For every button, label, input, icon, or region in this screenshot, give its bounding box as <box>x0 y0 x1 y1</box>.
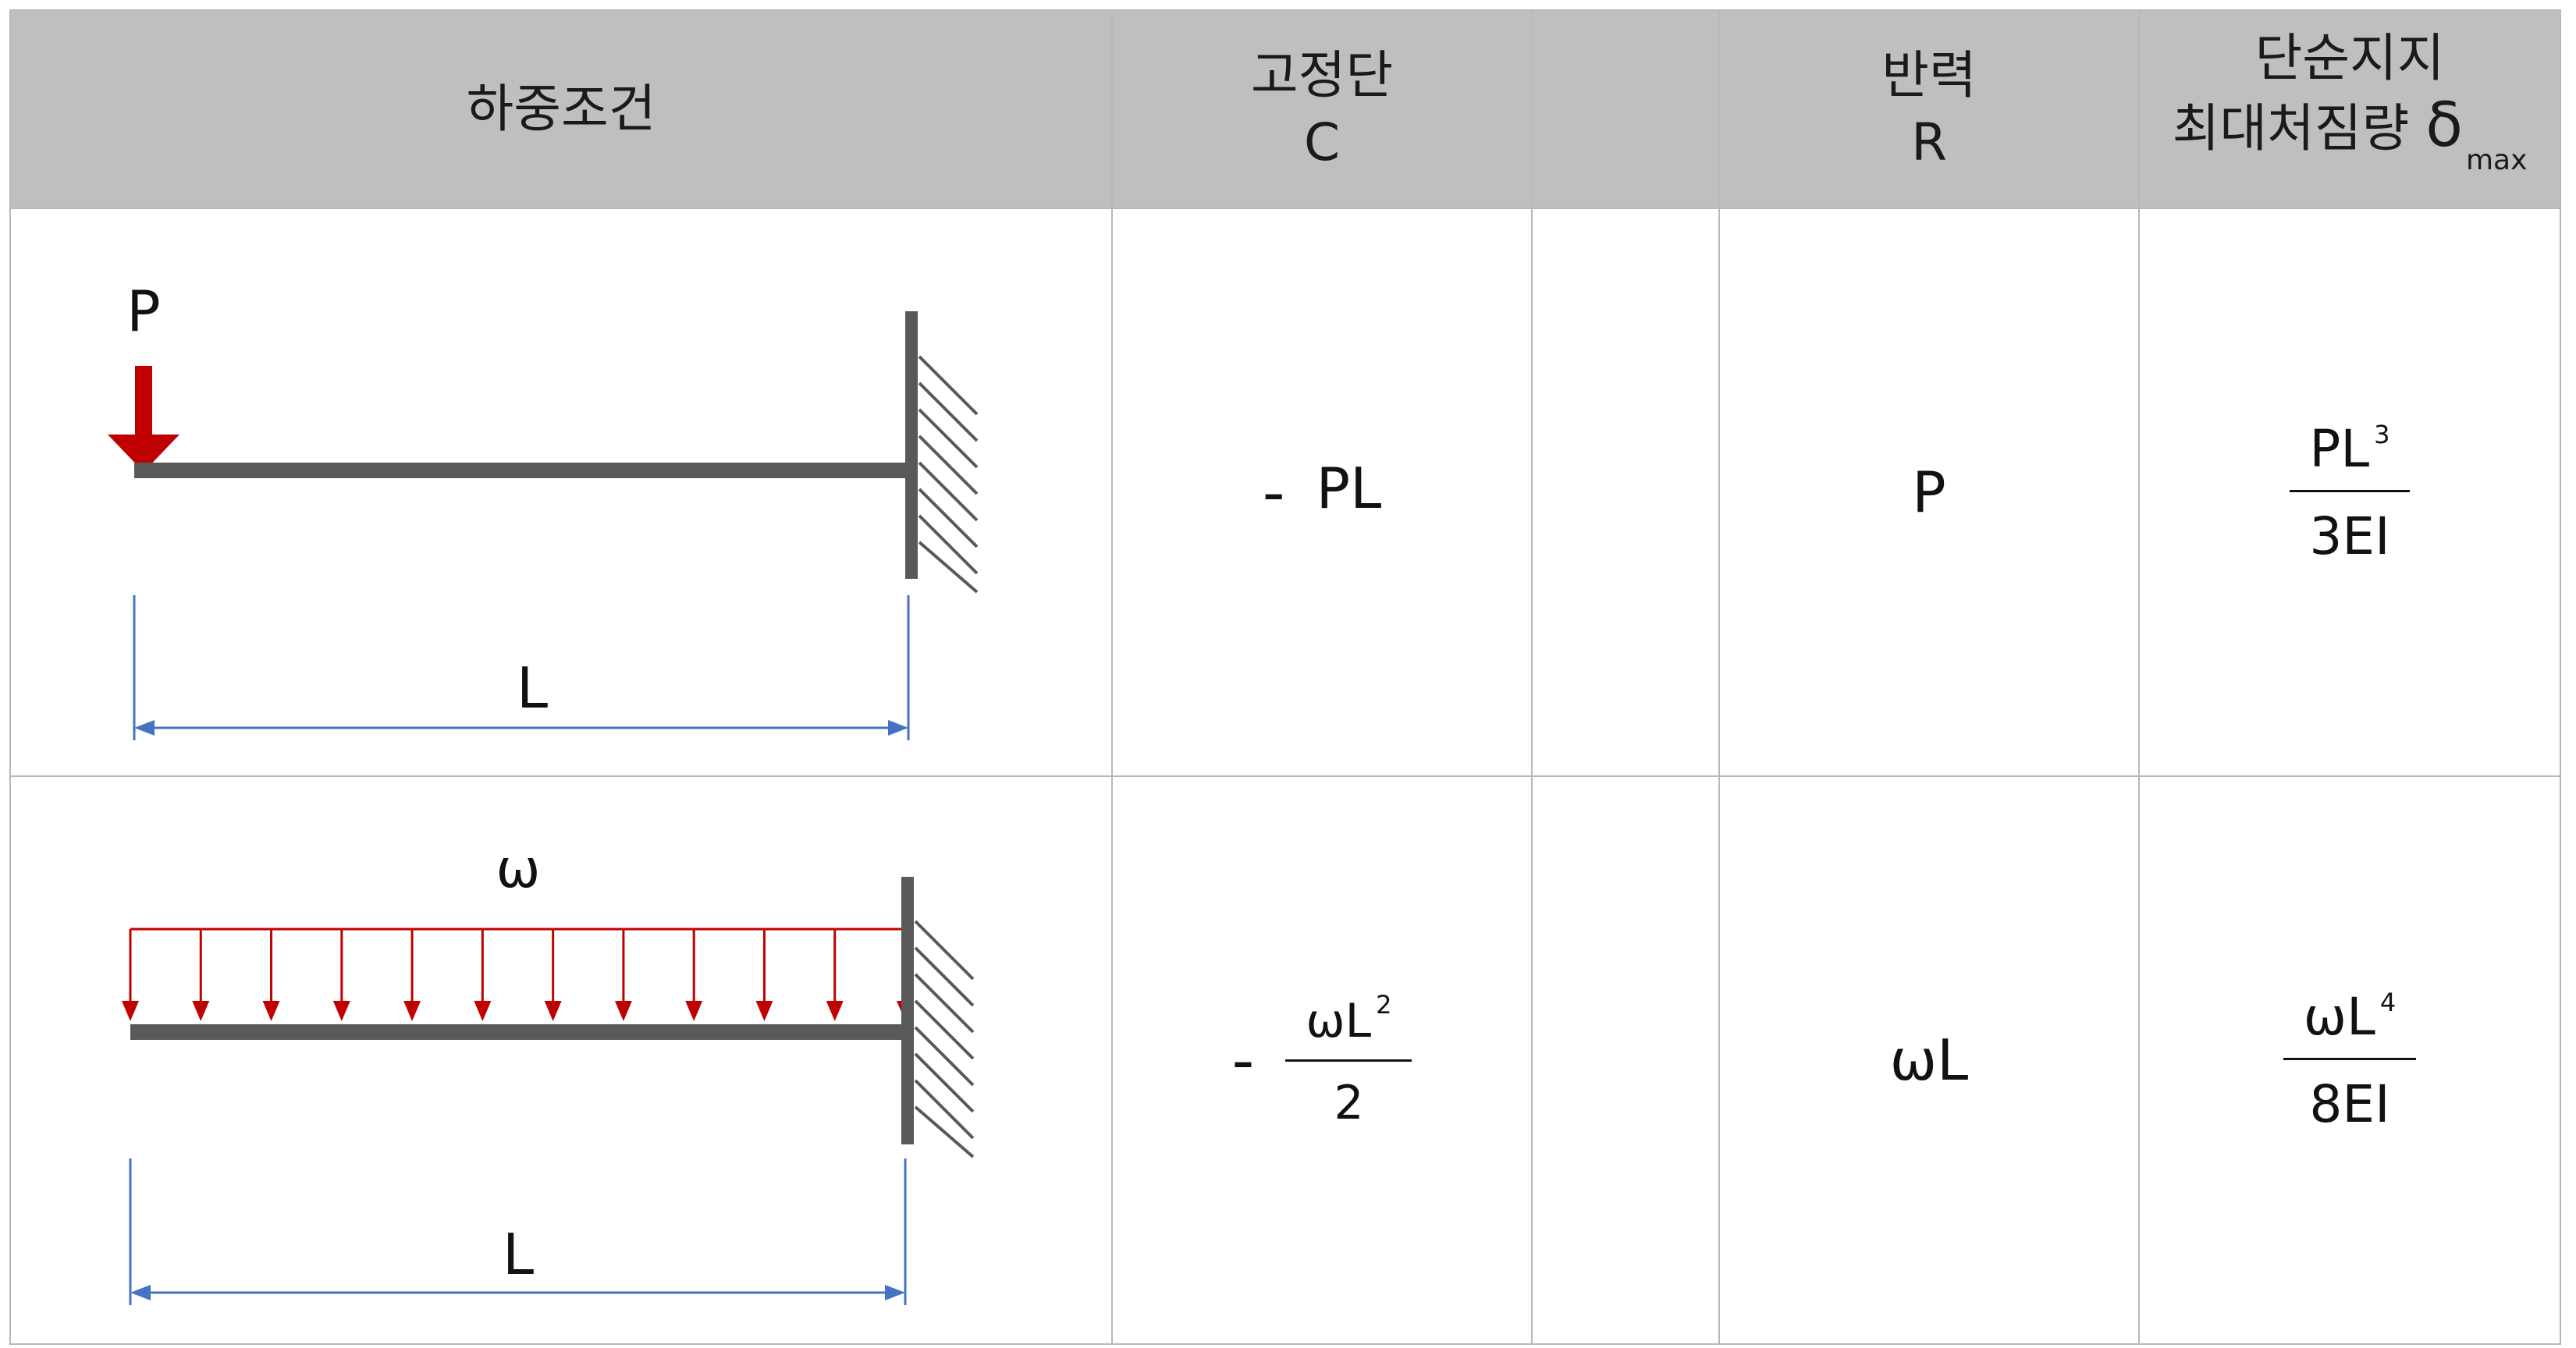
reaction-value: P <box>1912 459 1946 525</box>
point-load-arrow <box>108 366 179 472</box>
distributed-load-arrows <box>122 928 914 1021</box>
load-arrow-head <box>192 1001 210 1021</box>
header-load-condition: 하중조건 <box>9 9 1113 209</box>
load-arrow-head <box>826 1001 844 1021</box>
cantilever-distributed-load-diagram: ω <box>122 839 975 1305</box>
point-load-moment-cell: -PL <box>1111 208 1533 777</box>
header-blank <box>1531 9 1720 209</box>
minus-sign: - <box>1262 456 1285 529</box>
fixed-support-wall <box>905 311 918 579</box>
distributed-load-reaction-cell: ωL <box>1718 775 2140 1345</box>
blank-cell <box>1531 775 1720 1345</box>
row-point-load: P <box>9 208 2561 777</box>
span-label: L <box>517 655 548 721</box>
fixed-support-wall <box>901 877 914 1144</box>
load-label-omega: ω <box>496 839 541 900</box>
point-load-reaction-cell: P <box>1718 208 2140 777</box>
span-dimension <box>133 595 910 740</box>
load-arrow-head <box>685 1001 703 1021</box>
load-arrow-head <box>262 1001 280 1021</box>
beam <box>130 1024 908 1040</box>
row-distributed-load: ω <box>9 775 2561 1345</box>
cantilever-point-load-diagram: P <box>108 278 979 740</box>
load-arrow-head <box>122 1001 139 1021</box>
fixed-support-hatch <box>918 355 979 594</box>
header-reaction: 반력 R <box>1718 9 2140 209</box>
point-load-diagram-cell: P <box>9 208 1113 777</box>
load-arrow-head <box>332 1001 350 1021</box>
load-arrow-head <box>614 1001 632 1021</box>
span-dimension <box>129 1158 907 1305</box>
load-arrow-head <box>755 1001 773 1021</box>
blank-cell <box>1531 208 1720 777</box>
beam <box>134 463 913 478</box>
load-label-p: P <box>126 278 160 344</box>
header-fixed-end-moment: 고정단 C <box>1111 9 1533 209</box>
moment-value: PL <box>1316 456 1382 522</box>
load-arrow-head <box>403 1001 421 1021</box>
distributed-load-diagram-cell: ω <box>9 775 1113 1345</box>
load-arrow-head <box>474 1001 492 1021</box>
minus-sign: - <box>1231 1023 1255 1097</box>
reaction-value: ωL <box>1889 1027 1969 1093</box>
load-arrow-head <box>544 1001 562 1021</box>
fixed-support-hatch <box>914 920 975 1158</box>
span-label: L <box>503 1222 534 1287</box>
